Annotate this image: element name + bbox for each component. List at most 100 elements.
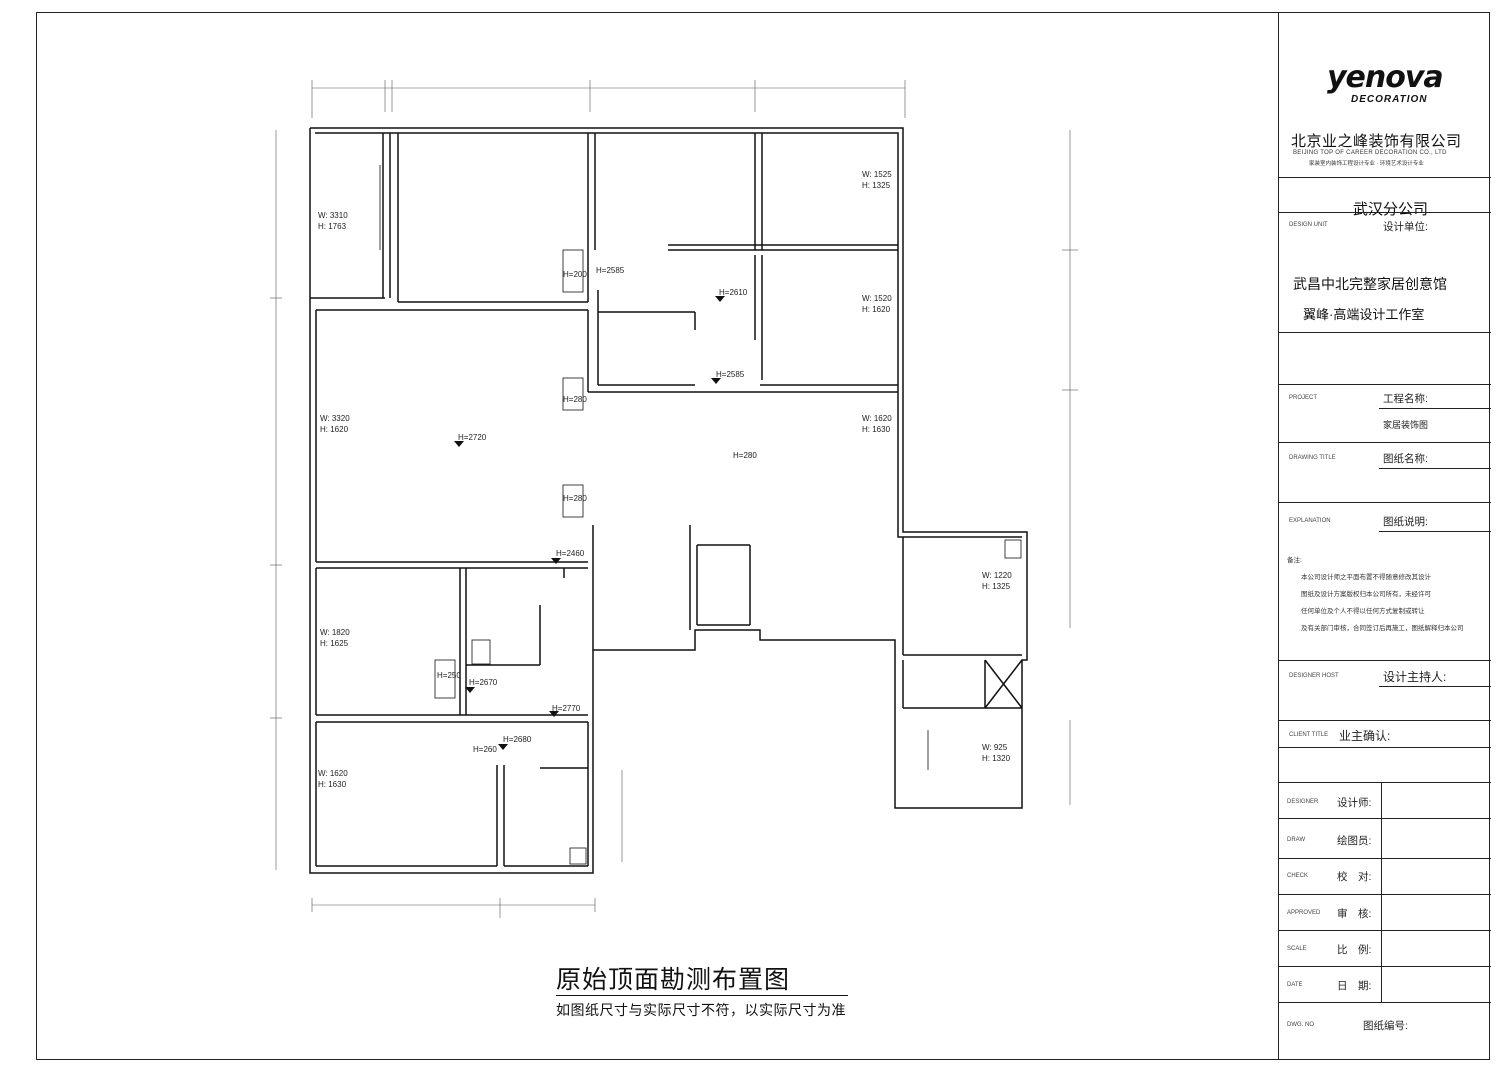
dwg-no-label: 图纸编号:: [1363, 1020, 1408, 1032]
height-label: H=2720: [458, 433, 487, 442]
divider: [1279, 894, 1491, 895]
scale-label: 比 例:: [1337, 944, 1372, 956]
height-label: H=2670: [469, 678, 498, 687]
room-w: W: 3310: [318, 211, 348, 220]
project-label: 工程名称:: [1383, 393, 1428, 405]
divider: [1379, 408, 1491, 409]
note-line: 及有关部门审核，合同签订后再施工，图纸解释归本公司: [1301, 625, 1464, 632]
divider: [1381, 782, 1382, 1002]
project-value: 家居装饰图: [1383, 420, 1429, 430]
height-label: H=2460: [556, 549, 585, 558]
room-h: H: 1630: [862, 425, 891, 434]
height-label: H=2585: [716, 370, 745, 379]
notes-block: 备注: 本公司设计师之平面布置不得随意修改其设计 图纸及设计方案版权归本公司所有…: [1287, 552, 1487, 637]
divider: [1279, 442, 1491, 443]
explanation-label: 图纸说明:: [1383, 516, 1428, 528]
floor-plan: W: 3310 H: 1763 W: 1525 H: 1325 W: 1520 …: [270, 80, 1078, 918]
date-label: 日 期:: [1337, 980, 1372, 992]
divider: [1279, 818, 1491, 819]
designer-en: DESIGNER: [1287, 799, 1319, 805]
height-label: H=250: [437, 671, 461, 680]
client-en: CLIENT TITLE: [1289, 732, 1329, 738]
approved-en: APPROVED: [1287, 910, 1321, 916]
draw-label: 绘图员:: [1337, 835, 1372, 847]
date-en: DATE: [1287, 982, 1303, 988]
divider: [1279, 177, 1491, 178]
designer-label: 设计师:: [1337, 797, 1372, 809]
note-line: 任何单位及个人不得以任何方式复制或转让: [1301, 608, 1425, 615]
divider: [1279, 930, 1491, 931]
design-unit-label: 设计单位:: [1383, 221, 1428, 233]
note-line: 图纸及设计方案版权归本公司所有，未经许可: [1301, 591, 1431, 598]
studio-name: 武昌中北完整家居创意馆: [1293, 276, 1447, 292]
divider: [1379, 686, 1491, 687]
note-line: 本公司设计师之平面布置不得随意修改其设计: [1301, 574, 1431, 581]
room-h: H: 1320: [982, 754, 1011, 763]
check-label: 校 对:: [1337, 871, 1372, 883]
room-w: W: 1520: [862, 294, 892, 303]
divider: [1279, 966, 1491, 967]
room-h: H: 1630: [318, 780, 347, 789]
designer-host-en: DESIGNER HOST: [1289, 673, 1339, 679]
design-unit-en: DESIGN UNIT: [1289, 222, 1328, 228]
height-label: H=2610: [719, 288, 748, 297]
company-logo-subtitle: DECORATION: [1351, 94, 1428, 105]
divider: [1279, 747, 1491, 748]
room-w: W: 1220: [982, 571, 1012, 580]
project-en: PROJECT: [1289, 395, 1318, 401]
fixtures: [379, 165, 1022, 865]
drawing-sheet-border: [36, 12, 1490, 1060]
check-en: CHECK: [1287, 873, 1309, 879]
room-w: W: 1620: [318, 769, 348, 778]
height-label: H=200: [563, 270, 587, 279]
walls: [309, 127, 1028, 874]
height-label: H=280: [563, 494, 587, 503]
company-name: 北京业之峰装饰有限公司: [1291, 133, 1462, 150]
height-label: H=2680: [503, 735, 532, 744]
room-h: H: 1763: [318, 222, 347, 231]
divider: [1279, 782, 1491, 783]
company-name-en: BEIJING TOP OF CAREER DECORATION CO., LT…: [1293, 150, 1447, 156]
room-h: H: 1325: [862, 181, 891, 190]
client-label: 业主确认:: [1339, 729, 1391, 743]
company-logo: yenova: [1327, 60, 1444, 95]
divider: [1279, 858, 1491, 859]
divider: [1279, 720, 1491, 721]
room-labels: W: 3310 H: 1763 W: 1525 H: 1325 W: 1520 …: [318, 170, 1012, 789]
drawing-title-en: DRAWING TITLE: [1289, 455, 1336, 461]
height-label: H=280: [733, 451, 757, 460]
scale-en: SCALE: [1287, 946, 1307, 952]
height-markers: [454, 296, 725, 750]
studio-subtitle: 翼峰·高端设计工作室: [1303, 307, 1425, 322]
dwg-no-en: DWG. NO: [1287, 1022, 1314, 1028]
divider: [1379, 531, 1491, 532]
room-w: W: 1620: [862, 414, 892, 423]
height-label: H=2585: [596, 266, 625, 275]
approved-label: 审 核:: [1337, 908, 1372, 920]
height-label: H=2770: [552, 704, 581, 713]
divider: [1279, 384, 1491, 385]
room-w: W: 1525: [862, 170, 892, 179]
ceiling-heights: H=200 H=2585 H=2610 H=2585 H=280 H=2720 …: [437, 266, 757, 754]
room-w: W: 3320: [320, 414, 350, 423]
designer-host-label: 设计主持人:: [1383, 670, 1447, 684]
company-tagline: 家装室内装饰工程设计专业 · 环境艺术设计专业: [1309, 161, 1424, 167]
room-h: H: 1625: [320, 639, 349, 648]
divider: [1279, 660, 1491, 661]
divider: [1279, 1002, 1491, 1003]
room-w: W: 1820: [320, 628, 350, 637]
height-label: H=260: [473, 745, 497, 754]
divider: [1279, 212, 1491, 213]
notes-heading: 备注:: [1287, 557, 1302, 564]
title-block: yenova DECORATION 北京业之峰装饰有限公司 BEIJING TO…: [1278, 12, 1491, 1060]
title-underline: [556, 995, 848, 996]
divider: [1279, 332, 1491, 333]
drawing-title-label: 图纸名称:: [1383, 453, 1428, 465]
branch-name: 武汉分公司: [1353, 201, 1429, 218]
height-label: H=280: [563, 395, 587, 404]
dimension-lines: [270, 80, 1078, 918]
divider: [1279, 502, 1491, 503]
room-h: H: 1325: [982, 582, 1011, 591]
drawing-subtitle: 如图纸尺寸与实际尺寸不符，以实际尺寸为准: [556, 1002, 846, 1018]
room-w: W: 925: [982, 743, 1008, 752]
